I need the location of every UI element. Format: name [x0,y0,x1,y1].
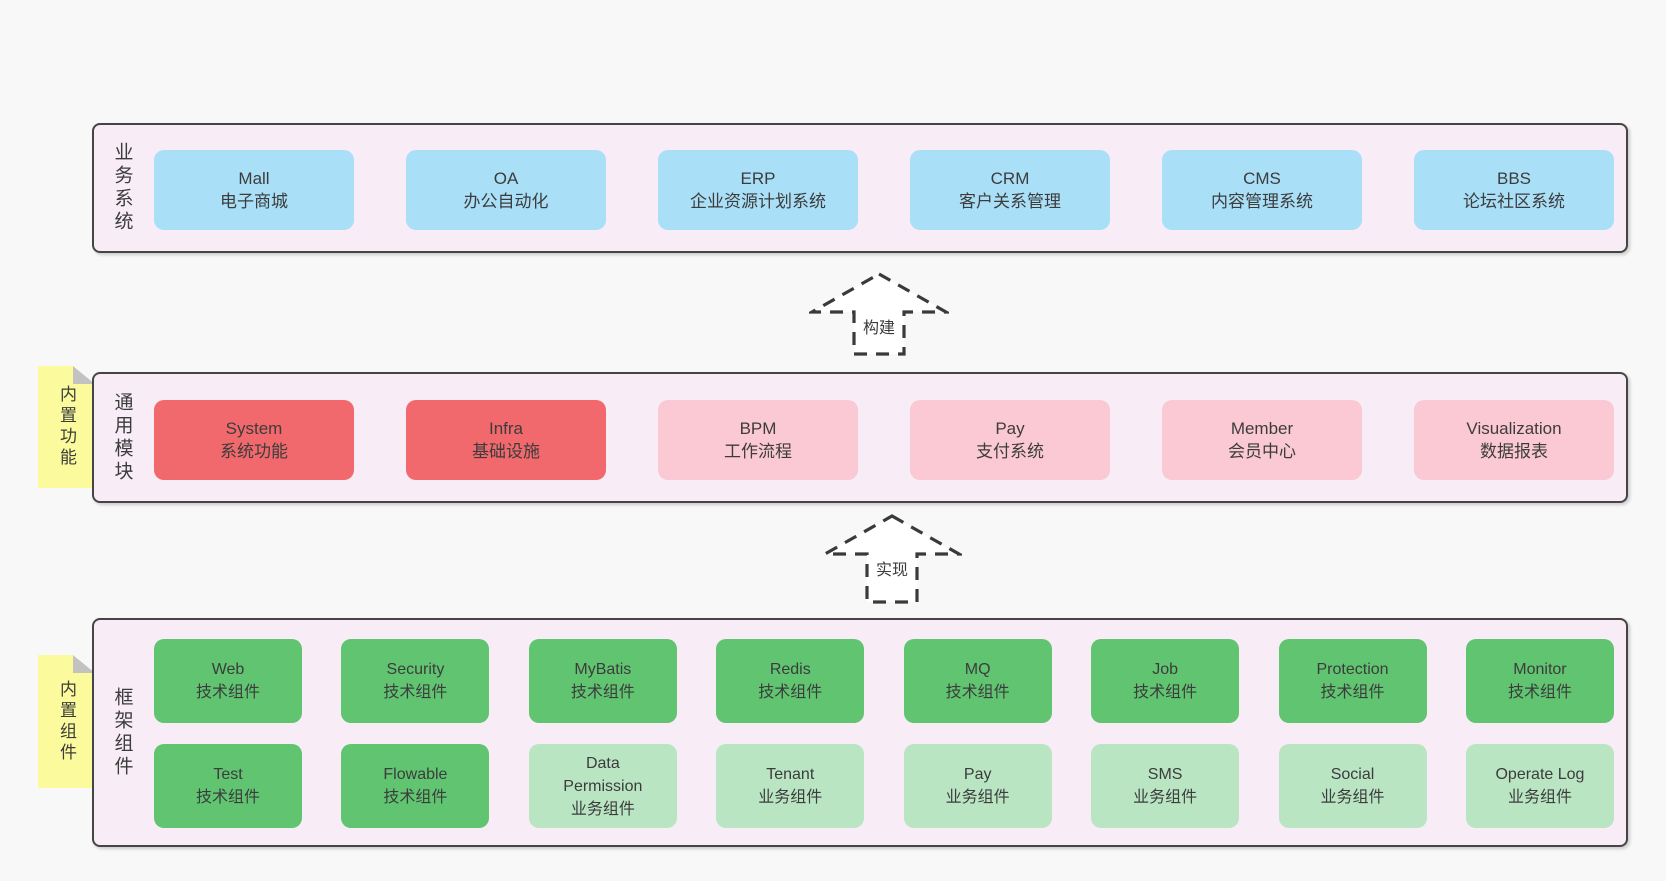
box-bpm: BPM 工作流程 [658,400,858,480]
box-flowable: Flowable 技术组件 [341,744,490,828]
implement-arrow-label: 实现 [873,556,911,580]
box-security: Security 技术组件 [341,639,490,723]
box-monitor: Monitor 技术组件 [1465,639,1614,723]
build-arrow: 构建 [809,272,949,356]
box-mybatis: MyBatis 技术组件 [528,639,677,723]
box-infra: Infra 基础设施 [406,400,606,480]
box-oa: OA 办公自动化 [406,150,606,230]
implement-arrow: 实现 [822,514,962,604]
common-modules-row: System 系统功能 Infra 基础设施 BPM 工作流程 Pay 支付系统… [154,400,1614,480]
box-data-permission: Data Permission 业务组件 [528,744,677,828]
box-job: Job 技术组件 [1091,639,1240,723]
box-mall: Mall 电子商城 [154,150,354,230]
layer-label-framework-components: 框架组件 [111,686,133,779]
sticky-note-built-in-components: 内置组件 [38,655,95,788]
box-erp: ERP 企业资源计划系统 [658,150,858,230]
build-arrow-label: 构建 [860,314,898,338]
box-sms: SMS 业务组件 [1091,744,1240,828]
biz-components-row: Test 技术组件 Flowable 技术组件 Data Permission … [154,744,1614,828]
box-test: Test 技术组件 [154,744,302,828]
layer-business-systems: 业务系统 Mall 电子商城 OA 办公自动化 ERP 企业资源计划系统 CRM… [92,123,1628,253]
box-pay-component: Pay 业务组件 [903,744,1052,828]
box-protection: Protection 技术组件 [1278,639,1427,723]
layer-label-business-systems: 业务系统 [111,142,133,234]
box-cms: CMS 内容管理系统 [1162,150,1362,230]
box-pay-module: Pay 支付系统 [910,400,1110,480]
box-mq: MQ 技术组件 [903,639,1052,723]
box-system: System 系统功能 [154,400,354,480]
box-tenant: Tenant 业务组件 [716,744,865,828]
box-member: Member 会员中心 [1162,400,1362,480]
tech-components-row: Web 技术组件 Security 技术组件 MyBatis 技术组件 Redi… [154,639,1614,723]
box-bbs: BBS 论坛社区系统 [1414,150,1614,230]
box-crm: CRM 客户关系管理 [910,150,1110,230]
layer-common-modules: 通用模块 System 系统功能 Infra 基础设施 BPM 工作流程 Pay… [92,372,1628,503]
business-systems-row: Mall 电子商城 OA 办公自动化 ERP 企业资源计划系统 CRM 客户关系… [154,150,1614,230]
box-operate-log: Operate Log 业务组件 [1465,744,1614,828]
sticky-note-built-in-features: 内置功能 [38,366,95,488]
layer-label-common-modules: 通用模块 [111,391,133,484]
box-social: Social 业务组件 [1278,744,1427,828]
box-visualization: Visualization 数据报表 [1414,400,1614,480]
box-web: Web 技术组件 [154,639,302,723]
box-redis: Redis 技术组件 [716,639,865,723]
layer-framework-components: 框架组件 Web 技术组件 Security 技术组件 MyBatis 技术组件… [92,618,1628,847]
